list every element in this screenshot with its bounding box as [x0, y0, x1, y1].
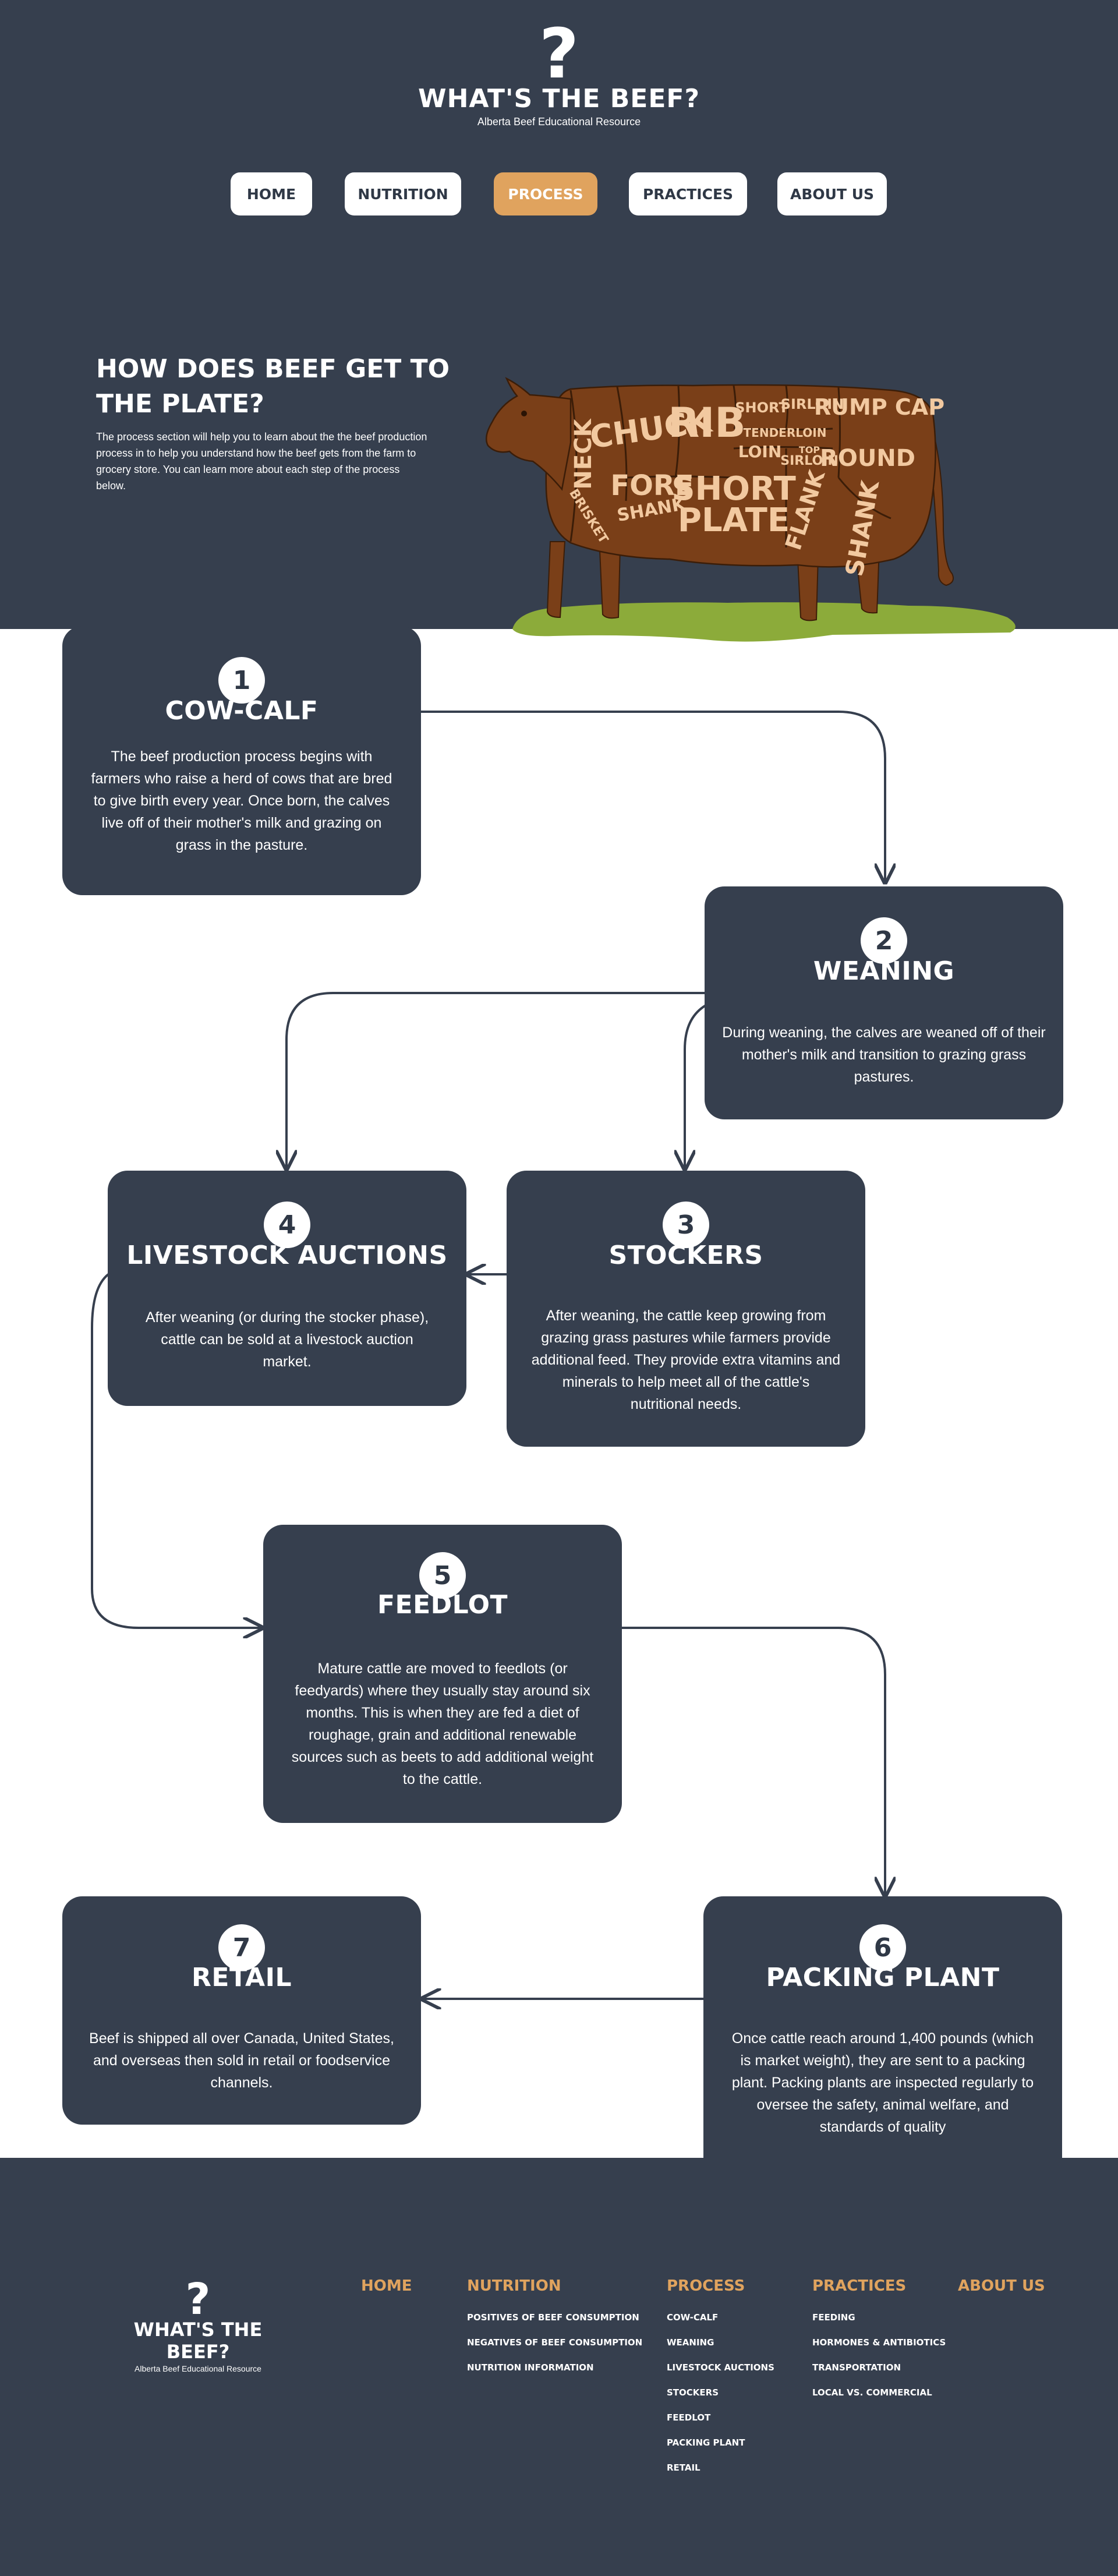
cut-neck: NECK [570, 418, 597, 489]
main-nav: HOME NUTRITION PROCESS PRACTICES ABOUT U… [0, 172, 1118, 215]
page-heading: HOW DOES BEEF GET TO THE PLATE? [96, 354, 450, 419]
arrow-2-to-4 [286, 992, 705, 1169]
step-card-cow-calf[interactable]: 1 COW-CALF The beef production process b… [62, 626, 421, 895]
arrow-5-to-6 [622, 1627, 885, 1896]
footer-site-title: WHAT'S THE BEEF? [133, 2319, 263, 2363]
step-number-badge: 5 [419, 1552, 466, 1599]
nav-about-us[interactable]: ABOUT US [777, 172, 887, 215]
footer-logo[interactable]: ? WHAT'S THE BEEF? Alberta Beef Educatio… [99, 2274, 297, 2373]
cut-rib: RIB [668, 399, 745, 447]
step-description: Once cattle reach around 1,400 pounds (w… [731, 2030, 1034, 2135]
cut-round: ROUND [820, 445, 915, 472]
step-card-weaning[interactable]: 2 WEANING During weaning, the calves are… [705, 886, 1063, 1119]
step-number-badge: 6 [859, 1924, 906, 1971]
step-number-badge: 3 [663, 1202, 709, 1248]
step-card-packing-plant[interactable]: 6 PACKING PLANT Once cattle reach around… [703, 1896, 1062, 2199]
step-number-badge: 2 [861, 917, 907, 964]
cut-tenderloin: TENDERLOIN [744, 426, 827, 440]
footer-link-feedlot[interactable]: FEEDLOT [667, 2412, 711, 2423]
footer-col-process: PROCESS COW-CALF WEANING LIVESTOCK AUCTI… [667, 2277, 774, 2480]
page-intro: The process section will help you to lea… [96, 431, 427, 492]
footer-heading-about-us[interactable]: ABOUT US [958, 2277, 1045, 2295]
footer-site-subtitle: Alberta Beef Educational Resource [135, 2364, 261, 2373]
site-subtitle: Alberta Beef Educational Resource [477, 116, 641, 128]
cut-fore-shank-top: FORE [610, 469, 694, 502]
nav-practices[interactable]: PRACTICES [629, 172, 747, 215]
cut-rump-cap: RUMP CAP [814, 394, 944, 420]
step-description: Beef is shipped all over Canada, United … [89, 2030, 394, 2091]
cow-body [485, 377, 954, 621]
footer-link-local-vs-commercial[interactable]: LOCAL VS. COMMERCIAL [812, 2387, 932, 2398]
footer-link-positives[interactable]: POSITIVES OF BEEF CONSUMPTION [467, 2312, 639, 2323]
footer-heading-process[interactable]: PROCESS [667, 2277, 745, 2295]
footer-link-hormones[interactable]: HORMONES & ANTIBIOTICS [812, 2337, 946, 2348]
step-card-feedlot[interactable]: 5 FEEDLOT Mature cattle are moved to fee… [263, 1525, 622, 1823]
step-title: STOCKERS [608, 1241, 763, 1270]
step-card-retail[interactable]: 7 RETAIL Beef is shipped all over Canada… [62, 1896, 421, 2125]
step-card-stockers[interactable]: 3 STOCKERS After weaning, the cattle kee… [507, 1171, 865, 1447]
step-title: LIVESTOCK AUCTIONS [126, 1241, 448, 1270]
arrow-1-to-2 [420, 711, 885, 882]
nav-home[interactable]: HOME [231, 172, 312, 215]
step-title: COW-CALF [165, 696, 319, 726]
step-number-badge: 4 [264, 1202, 310, 1248]
footer-link-feeding[interactable]: FEEDING [812, 2312, 855, 2323]
footer-link-weaning[interactable]: WEANING [667, 2337, 714, 2348]
step-number-badge: 1 [218, 657, 265, 704]
nav-nutrition[interactable]: NUTRITION [345, 172, 461, 215]
cut-top-sirloin-top: TOP [799, 444, 820, 455]
cut-short-plate-bottom: PLATE [678, 501, 790, 539]
logo-question-mark-icon: ? [539, 13, 579, 94]
footer-col-practices: PRACTICES FEEDING HORMONES & ANTIBIOTICS… [812, 2277, 946, 2405]
step-description: The beef production process begins with … [91, 748, 392, 853]
cut-loin: LOIN [738, 442, 782, 461]
site-footer [0, 2158, 1118, 2576]
footer-col-home: HOME [361, 2277, 412, 2305]
step-title: FEEDLOT [377, 1590, 508, 1620]
nav-process[interactable]: PROCESS [494, 172, 597, 215]
footer-heading-home[interactable]: HOME [361, 2277, 412, 2295]
cut-top-sirloin-bottom: SIRLOIN [780, 454, 838, 468]
footer-logo-question-mark-icon: ? [185, 2274, 211, 2324]
step-title: WEANING [813, 956, 955, 986]
cut-short: SHORT [735, 400, 788, 416]
footer-col-nutrition: NUTRITION POSITIVES OF BEEF CONSUMPTION … [467, 2277, 642, 2380]
footer-heading-nutrition[interactable]: NUTRITION [467, 2277, 561, 2295]
footer-col-about: ABOUT US [958, 2277, 1045, 2305]
step-description: Mature cattle are moved to feedlots (or … [291, 1660, 594, 1787]
footer-link-cow-calf[interactable]: COW-CALF [667, 2312, 719, 2323]
footer-link-negatives[interactable]: NEGATIVES OF BEEF CONSUMPTION [467, 2337, 643, 2348]
step-card-livestock-auctions[interactable]: 4 LIVESTOCK AUCTIONS After weaning (or d… [108, 1171, 466, 1406]
beef-cuts-cow-illustration: NECK CHUCK RIB SHORT SIRLOIN RUMP CAP TE… [485, 377, 1016, 642]
cut-sirloin: SIRLOIN [781, 396, 844, 412]
site-logo[interactable]: ? WHAT'S THE BEEF? Alberta Beef Educatio… [0, 13, 1118, 128]
site-title: WHAT'S THE BEEF? [418, 84, 700, 114]
footer-link-nutrition-info[interactable]: NUTRITION INFORMATION [467, 2362, 594, 2373]
footer-heading-practices[interactable]: PRACTICES [812, 2277, 907, 2295]
step-title: RETAIL [192, 1963, 292, 1992]
footer-link-livestock-auctions[interactable]: LIVESTOCK AUCTIONS [667, 2362, 774, 2373]
step-number-badge: 7 [218, 1924, 265, 1971]
footer-link-transportation[interactable]: TRANSPORTATION [812, 2362, 901, 2373]
footer-link-packing-plant[interactable]: PACKING PLANT [667, 2437, 745, 2448]
step-title: PACKING PLANT [766, 1963, 1000, 1992]
step-description: After weaning, the cattle keep growing f… [531, 1308, 841, 1412]
footer-link-stockers[interactable]: STOCKERS [667, 2387, 719, 2398]
cut-short-plate-top: SHORT [671, 470, 796, 508]
step-description: After weaning (or during the stocker pha… [145, 1309, 429, 1370]
step-description: During weaning, the calves are weaned of… [722, 1024, 1046, 1085]
grass-patch [512, 602, 1016, 642]
footer-link-retail[interactable]: RETAIL [667, 2462, 700, 2473]
